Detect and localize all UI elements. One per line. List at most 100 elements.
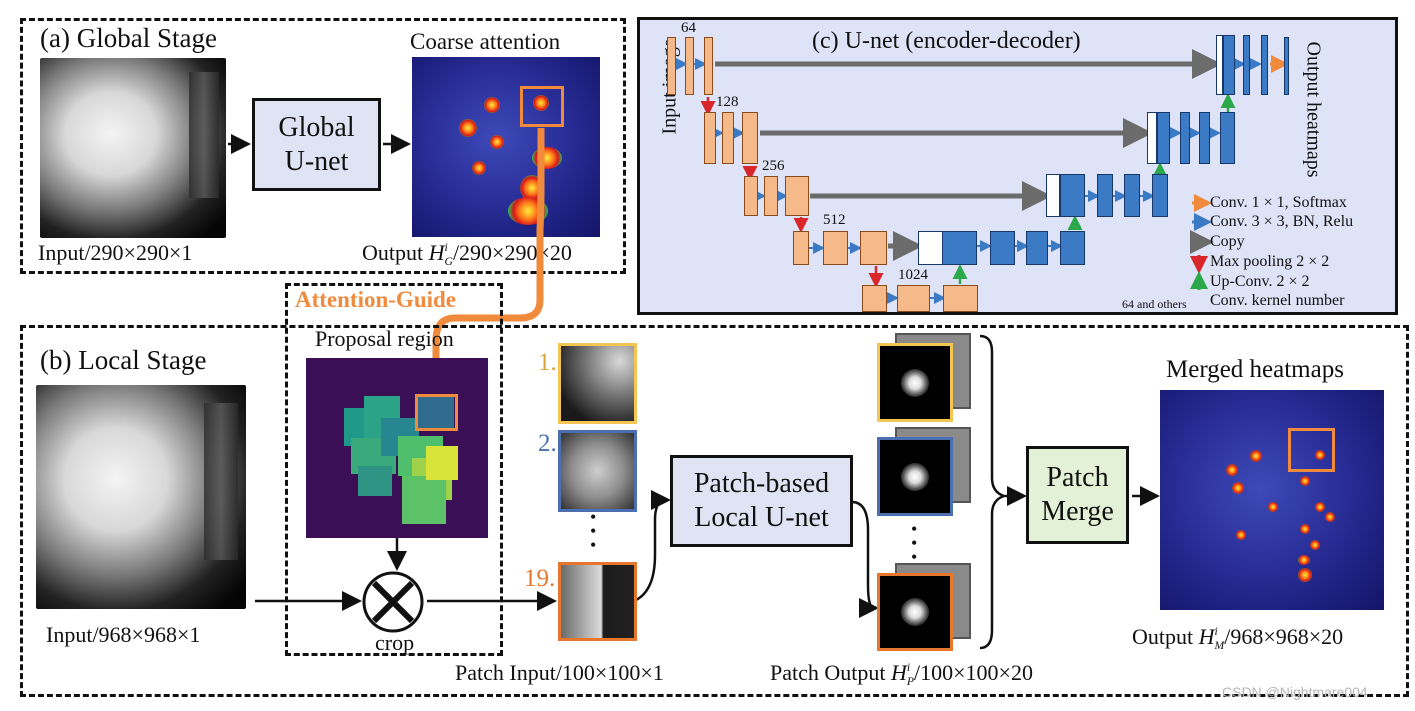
patch-2 <box>558 430 637 512</box>
hotspot <box>490 135 504 149</box>
dec4-copy-layer <box>918 231 943 265</box>
local-input-caption: Input/968×968×1 <box>46 622 201 647</box>
hotspot <box>1300 524 1310 534</box>
legend-upconv: Up-Conv. 2 × 2 <box>1210 273 1310 290</box>
merged-title: Merged heatmaps <box>1166 356 1344 383</box>
merged-prefix: Output <box>1132 624 1199 649</box>
patch-number-19: 19. <box>524 565 556 592</box>
merge-label-2: Merge <box>1041 496 1114 527</box>
dec3-layer <box>1097 174 1113 217</box>
dec4-layer <box>1060 231 1085 265</box>
dec2-copy-layer <box>1147 112 1157 164</box>
channels-256: 256 <box>762 158 785 174</box>
hotspot <box>1268 502 1278 512</box>
merge-label-1: Patch <box>1046 462 1109 494</box>
global-output-sup: i <box>444 240 448 254</box>
local-stage-title: (b) Local Stage <box>40 345 207 375</box>
global-input-xray <box>40 58 226 238</box>
enc4-layer <box>793 231 809 265</box>
patch-output-h: H <box>891 660 907 685</box>
output-ellipsis: ••• <box>911 519 918 567</box>
proposal-title: Proposal region <box>315 326 454 351</box>
channels-64: 64 <box>681 20 696 36</box>
local-stage-panel <box>20 325 1409 697</box>
patch-number-1: 1. <box>538 349 557 376</box>
dec3-copy-layer <box>1046 174 1060 217</box>
unet-title: (c) U-net (encoder-decoder) <box>812 28 1081 54</box>
dec4-layer <box>1026 231 1048 265</box>
coarse-attention-title: Coarse attention <box>410 29 561 54</box>
attention-guide-panel <box>285 283 503 656</box>
global-unet-label-1: Global <box>278 111 355 143</box>
global-output-h: H <box>428 240 445 265</box>
hotspot <box>1250 450 1262 462</box>
patch-19 <box>558 562 637 641</box>
local-unet-box: Patch-based Local U-net <box>670 455 853 547</box>
hotspot <box>1298 568 1312 582</box>
enc2-layer <box>722 112 734 164</box>
merged-suffix: /968×968×20 <box>1224 624 1344 649</box>
hotspot <box>1226 464 1238 476</box>
merged-sup: i <box>1214 624 1218 638</box>
local-input-xray <box>36 385 246 609</box>
global-input-caption: Input/290×290×1 <box>38 240 193 265</box>
channels-512: 512 <box>823 212 846 228</box>
dec2-layer <box>1220 112 1235 164</box>
dec1-layer <box>1243 35 1250 95</box>
enc3-layer <box>744 176 758 216</box>
hotspot <box>533 95 549 111</box>
dec1-output-layer <box>1284 37 1289 95</box>
dec4-layer <box>942 231 977 265</box>
global-output-suffix: /290×290×20 <box>452 240 572 265</box>
conv-arrows <box>675 58 1262 304</box>
enc3-layer <box>785 176 809 216</box>
arrow-patches-to-local-unet <box>635 490 671 602</box>
crop-label: crop <box>375 630 415 655</box>
merged-roi-box <box>1288 428 1335 472</box>
patch-ellipsis: ••• <box>590 507 597 555</box>
proposal-roi-box <box>415 394 458 431</box>
dec1-layer <box>1261 35 1268 95</box>
hotspot <box>1298 555 1310 565</box>
patch-output-prefix: Patch Output <box>770 660 891 685</box>
local-unet-label-1: Patch-based <box>693 468 830 500</box>
hotspot <box>459 119 477 137</box>
global-output-prefix: Output <box>362 240 429 265</box>
legend-softmax: Conv. 1 × 1, Softmax <box>1210 194 1347 211</box>
enc1-layer <box>667 37 676 95</box>
channels-1024: 1024 <box>898 267 928 283</box>
enc4-layer <box>860 231 887 265</box>
enc2-layer <box>742 112 758 164</box>
patch-input-caption: Patch Input/100×100×1 <box>455 660 664 685</box>
dec3-layer <box>1060 174 1085 217</box>
legend-kernel: Conv. kernel number <box>1210 292 1345 309</box>
dec4-layer <box>990 231 1015 265</box>
output-bracket <box>979 334 1008 650</box>
watermark: CSDN @Nightmare004 <box>1222 684 1368 700</box>
hotspot <box>1236 530 1246 540</box>
attention-guide-title: Attention-Guide <box>295 287 456 312</box>
hotspot <box>1300 476 1310 486</box>
enc2-layer <box>704 112 716 164</box>
patch-output-sup: i <box>906 660 911 674</box>
dec2-layer <box>1199 112 1210 164</box>
global-unet-label-2: U-net <box>284 145 349 177</box>
hotspot <box>1315 502 1325 512</box>
patch-output-1 <box>877 343 953 422</box>
attention-guide-arrow <box>418 128 545 404</box>
coarse-roi-box <box>520 86 564 127</box>
arrow-local-unet-to-outputs <box>851 500 879 618</box>
global-stage-title: (a) Global Stage <box>40 23 217 53</box>
legend-pool: Max pooling 2 × 2 <box>1210 253 1330 270</box>
global-stage-panel <box>20 18 626 274</box>
dec2-layer <box>1157 112 1170 164</box>
dec2-layer <box>1180 112 1190 164</box>
hotspot <box>472 161 486 175</box>
channels-128: 128 <box>716 94 739 110</box>
hotspot <box>1232 482 1244 494</box>
dec1-copy-layer <box>1216 35 1223 95</box>
local-unet-label-2: Local U-net <box>694 502 829 533</box>
enc4-layer <box>823 231 848 265</box>
